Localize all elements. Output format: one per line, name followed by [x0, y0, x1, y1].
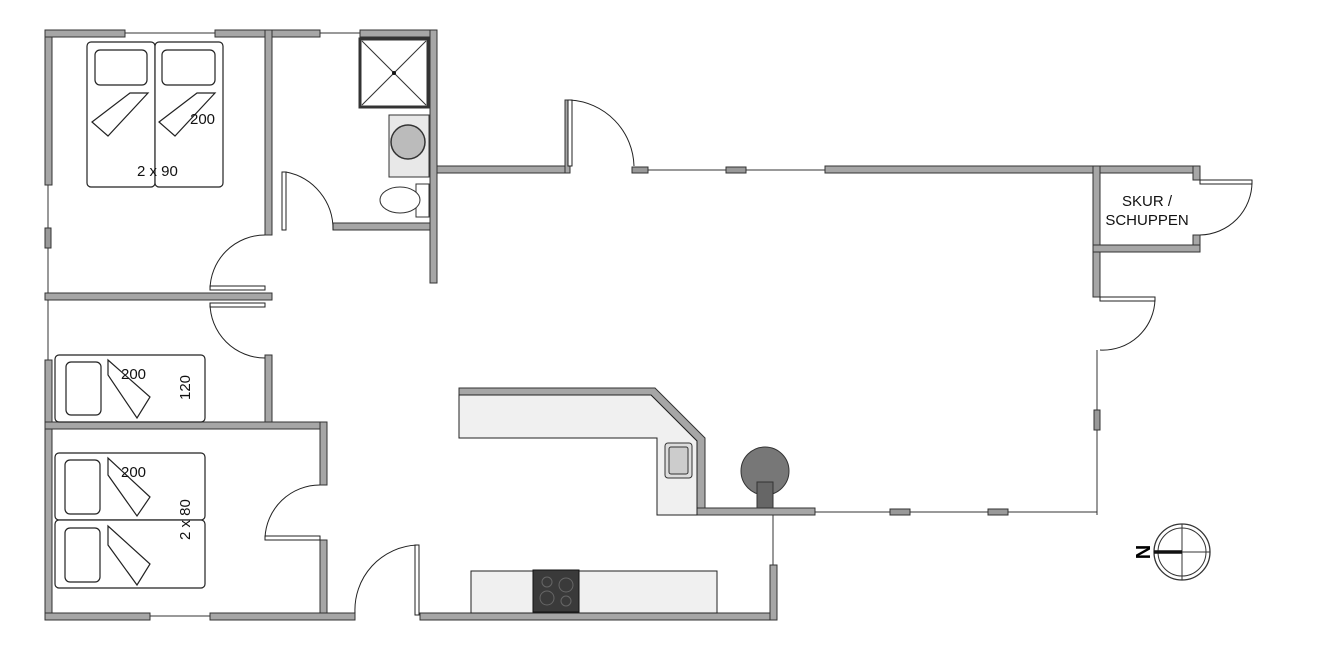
bathroom	[358, 37, 430, 218]
toilet	[379, 186, 421, 214]
bed-size-label: 2 x 90	[137, 163, 178, 180]
bed-bedroom3: 200 2 x 80	[54, 452, 206, 589]
compass-icon: N	[1133, 523, 1211, 581]
bed-width-label: 120	[177, 375, 194, 400]
north-label: N	[1133, 545, 1155, 559]
windows	[44, 32, 1101, 617]
shed-label: SCHUPPEN	[1105, 212, 1188, 229]
cooktop	[532, 569, 580, 613]
shed-label: SKUR /	[1122, 193, 1173, 210]
doors	[209, 99, 1253, 616]
bed-length-label: 200	[190, 111, 215, 128]
kitchen	[458, 394, 790, 614]
bed-bedroom2: 200 120	[54, 354, 206, 423]
bed-length-label: 200	[121, 464, 146, 481]
walls	[44, 29, 1201, 621]
bed-size-label: 2 x 80	[177, 499, 194, 540]
bed-length-label: 200	[121, 366, 146, 383]
bed-bedroom1: 2 x 90 200	[86, 41, 224, 188]
